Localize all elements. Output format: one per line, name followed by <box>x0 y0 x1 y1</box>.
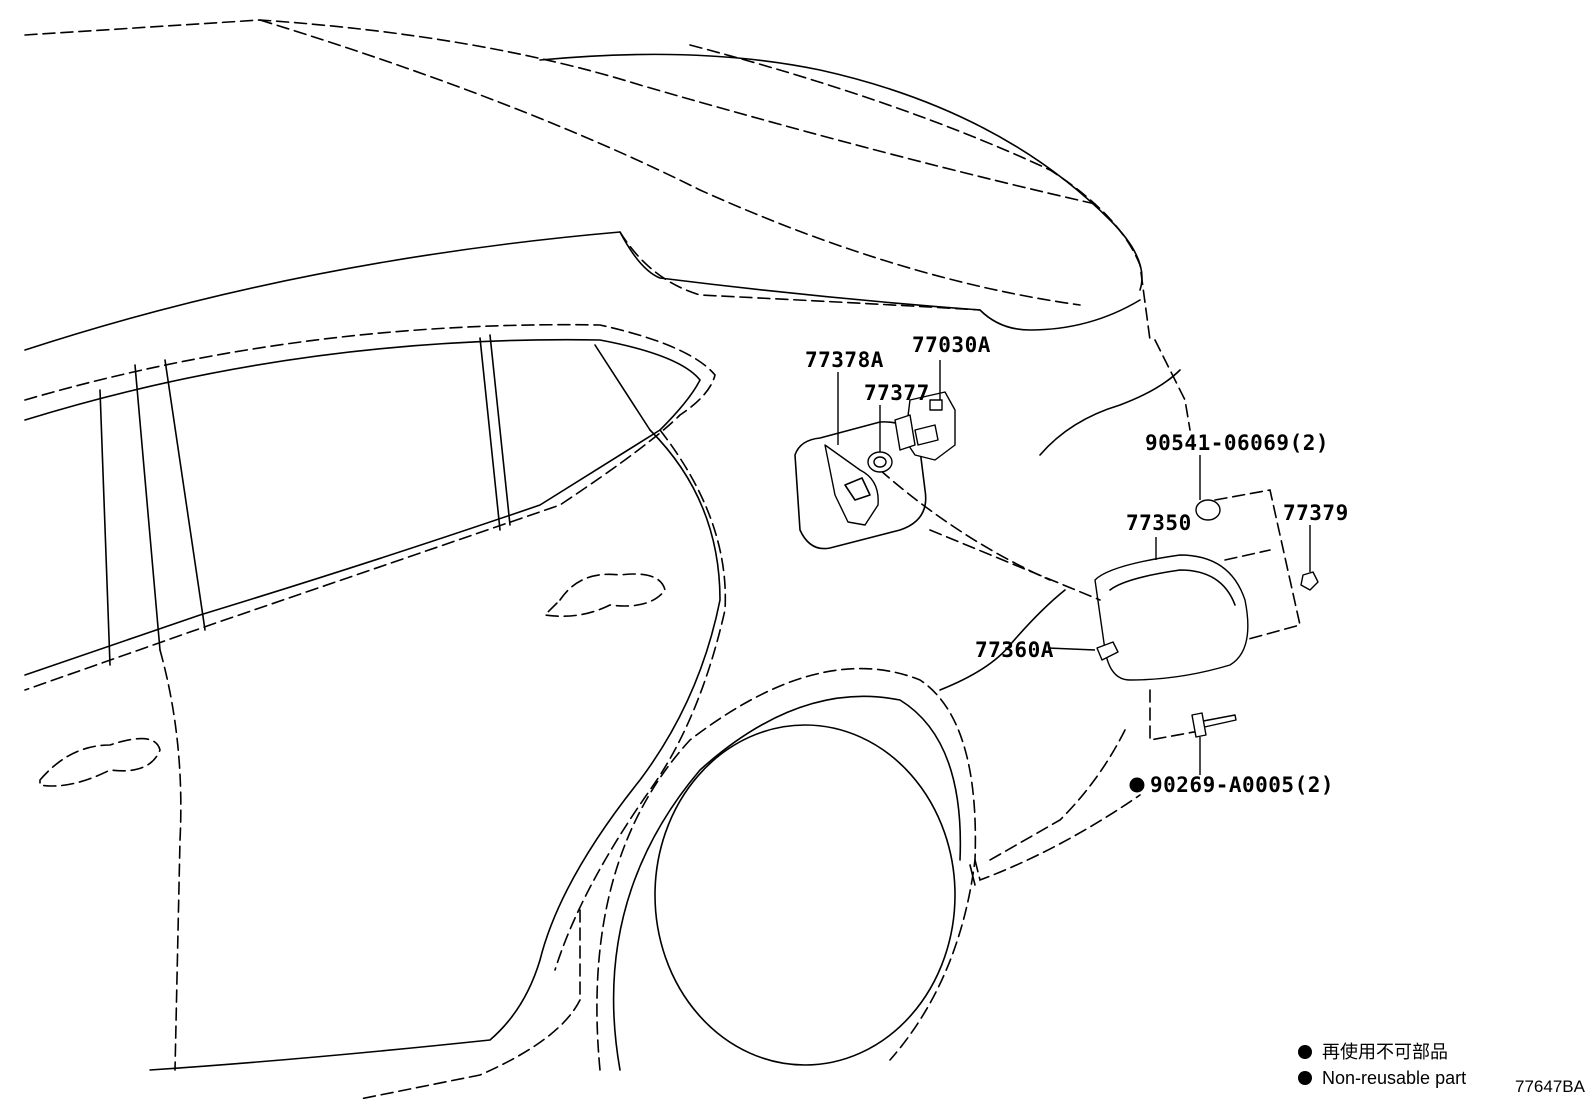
leader-lines <box>837 360 1311 775</box>
vehicle-body-outline <box>24 19 1191 1099</box>
non-reusable-marker <box>1129 777 1145 793</box>
fuel-lid-lock-actuator <box>894 391 956 461</box>
label-77378A: 77378A <box>805 348 884 372</box>
legend-text-jp: 再使用不可部品 <box>1322 1042 1448 1062</box>
hinge-77360A <box>1096 641 1119 661</box>
fuel-filler-housing <box>794 421 927 550</box>
label-90269-A0005: 90269-A0005(2) <box>1150 773 1334 797</box>
diagram-code: 77647BA <box>1515 1077 1586 1096</box>
clip-90541 <box>1195 499 1221 521</box>
legend-bullet-en <box>1298 1071 1312 1085</box>
legend-text-en: Non-reusable part <box>1322 1068 1466 1088</box>
label-77030A: 77030A <box>912 333 991 357</box>
label-90541-06069: 90541-06069(2) <box>1145 431 1329 455</box>
label-77377: 77377 <box>864 381 930 405</box>
cushion-77379 <box>1300 571 1319 591</box>
label-77379: 77379 <box>1283 501 1349 525</box>
clip-90269 <box>1191 712 1237 738</box>
fuel-filler-door <box>1094 554 1249 681</box>
callout-labels: 77378A 77030A 77377 90541-06069(2) 77350… <box>805 333 1349 797</box>
exploded-view-box <box>929 489 1301 741</box>
wheel-arch <box>596 589 1066 1071</box>
legend: 再使用不可部品 Non-reusable part <box>1298 1042 1466 1088</box>
label-77350: 77350 <box>1126 511 1192 535</box>
legend-bullet-jp <box>1298 1045 1312 1059</box>
bushing-part <box>867 451 893 473</box>
label-77360A: 77360A <box>975 638 1054 662</box>
